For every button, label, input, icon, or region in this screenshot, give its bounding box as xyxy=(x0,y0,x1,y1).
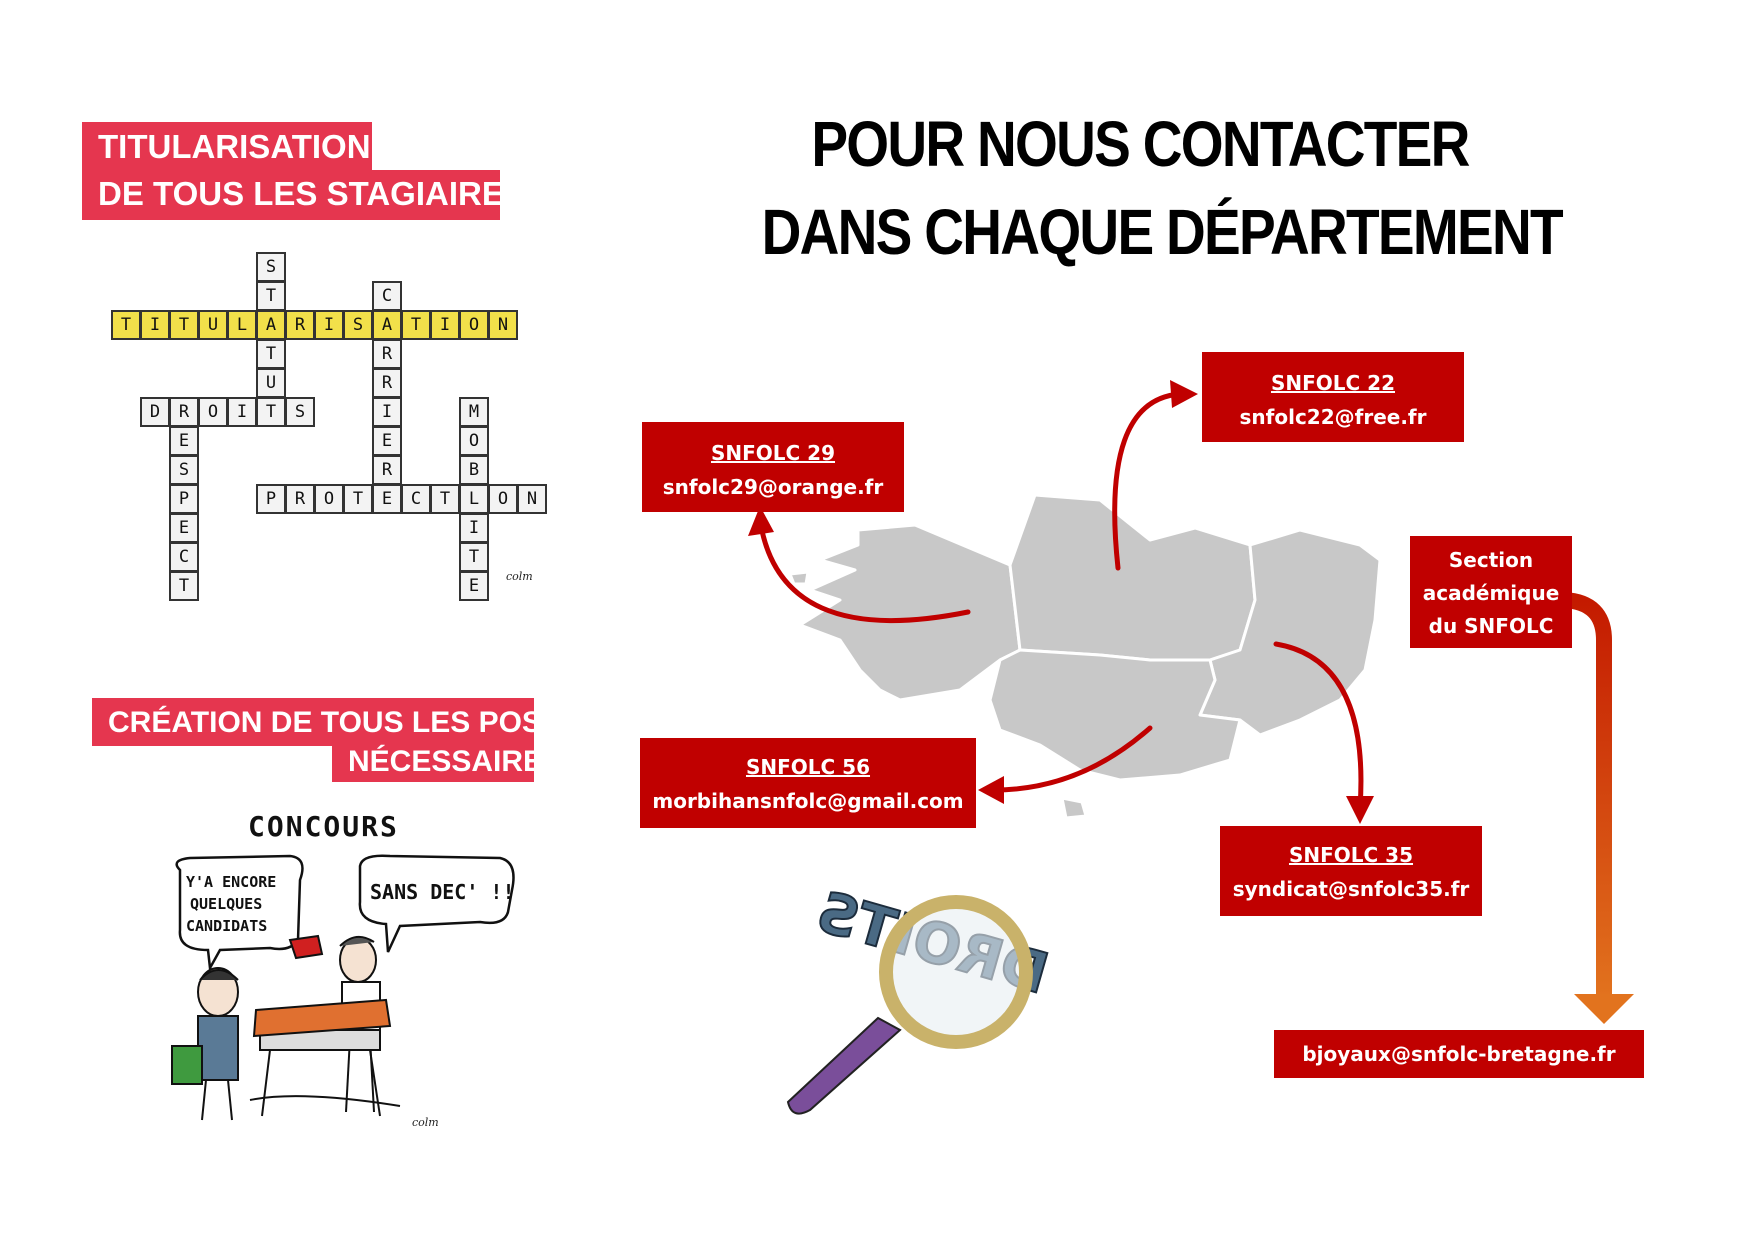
banner-creation: CRÉATION DE TOUS LES POSTES xyxy=(92,698,601,746)
crossword-cell-titularisation: R xyxy=(285,310,315,340)
arrowhead-academic xyxy=(1574,994,1634,1024)
banner-titularisation-line2: DE TOUS LES STAGIAIRES xyxy=(98,175,526,212)
crossword-cell-mobilite: B xyxy=(459,455,489,485)
contact-email-snfolc29[interactable]: snfolc29@orange.fr xyxy=(662,475,884,499)
crossword-cell-droits: I xyxy=(227,397,257,427)
crossword-cell-respect: P xyxy=(169,484,199,514)
cartoon-heading: CONCOURS xyxy=(248,810,399,843)
crossword-cell-titularisation: A xyxy=(256,310,286,340)
banner-creation-2: NÉCESSAIRES xyxy=(332,742,564,782)
arrow-to-snfolc56 xyxy=(991,725,1153,793)
crossword-cell-mobilite: E xyxy=(459,571,489,601)
crossword-cell-mobilite: I xyxy=(459,513,489,543)
contact-box-snfolc22: SNFOLC 22 snfolc22@free.fr xyxy=(1202,352,1464,442)
academic-email-box: bjoyaux@snfolc-bretagne.fr xyxy=(1274,1030,1644,1078)
contact-email-snfolc35[interactable]: syndicat@snfolc35.fr xyxy=(1232,877,1470,901)
crossword-cell-protection: P xyxy=(256,484,286,514)
bubble-left-line2: QUELQUES xyxy=(190,895,263,913)
crossword-signature: colm xyxy=(506,570,533,583)
crossword-cell-statut: T xyxy=(256,339,286,369)
page-title-line2: DANS CHAQUE DÉPARTEMENT xyxy=(761,196,1564,268)
magnifier-lens xyxy=(879,895,1033,1049)
bubble-left-line3: CANDIDATS xyxy=(186,917,268,935)
crossword-cell-carriere: I xyxy=(372,397,402,427)
map-island-2 xyxy=(788,570,810,586)
bubble-left-line1: Y'A ENCORE xyxy=(186,873,277,891)
magnifier-handle xyxy=(786,1016,902,1115)
section-line2: académique xyxy=(1422,581,1560,605)
crossword-cell-mobilite: O xyxy=(459,426,489,456)
section-line3: du SNFOLC xyxy=(1428,614,1554,638)
contact-email-snfolc22[interactable]: snfolc22@free.fr xyxy=(1239,405,1427,429)
map-department-22 xyxy=(1008,493,1257,662)
arrow-to-snfolc22 xyxy=(1112,391,1183,571)
bubble-right-text: SANS DEC' !! xyxy=(370,880,515,904)
crossword-illustration: STATUTCARRIEREDROITSESPECTPROTECTIONMOBL… xyxy=(0,0,600,640)
crossword-cell-titularisation: S xyxy=(343,310,373,340)
map-department-56 xyxy=(988,648,1242,782)
crossword-cell-protection: R xyxy=(285,484,315,514)
cartoon-illustration xyxy=(171,854,515,1121)
arrowhead-22 xyxy=(1170,380,1198,408)
crossword-cell-titularisation: T xyxy=(401,310,431,340)
page-title: POUR NOUS CONTACTER DANS CHAQUE DÉPARTEM… xyxy=(761,100,1564,276)
character-left xyxy=(171,967,239,1121)
arrow-to-snfolc35 xyxy=(1273,641,1364,811)
crossword-cell-titularisation: I xyxy=(140,310,170,340)
crossword-cell-protection: N xyxy=(517,484,547,514)
cartoon-signature: colm xyxy=(412,1116,439,1129)
contact-box-snfolc56: SNFOLC 56 morbihansnfolc@gmail.com xyxy=(640,738,976,828)
crossword-cell-droits: T xyxy=(256,397,286,427)
map-island xyxy=(1060,796,1088,820)
arrow-to-academic xyxy=(1563,592,1612,1000)
speech-bubble-right xyxy=(358,854,515,953)
arrowhead-35 xyxy=(1346,796,1374,824)
crossword-cell-respect: T xyxy=(169,571,199,601)
arrow-to-snfolc29 xyxy=(757,517,971,624)
crossword-cell-protection: C xyxy=(401,484,431,514)
crossword-cell-titularisation: I xyxy=(314,310,344,340)
crossword-cell-droits: S xyxy=(285,397,315,427)
contact-box-snfolc35: SNFOLC 35 syndicat@snfolc35.fr xyxy=(1220,826,1482,916)
page-title-line1: POUR NOUS CONTACTER xyxy=(811,108,1470,180)
contact-name-snfolc22: SNFOLC 22 xyxy=(1270,371,1396,395)
crossword-cell-carriere: R xyxy=(372,339,402,369)
crossword-cell-titularisation: N xyxy=(488,310,518,340)
crossword-cell-protection: O xyxy=(314,484,344,514)
contact-name-snfolc29: SNFOLC 29 xyxy=(710,441,836,465)
section-line1: Section xyxy=(1448,548,1534,572)
banner-titularisation-2: DE TOUS LES STAGIAIRES xyxy=(82,170,526,220)
crossword-cell-titularisation: O xyxy=(459,310,489,340)
contact-name-snfolc56: SNFOLC 56 xyxy=(745,755,871,779)
crossword-cell-statut: U xyxy=(256,368,286,398)
contact-name-snfolc35: SNFOLC 35 xyxy=(1288,843,1414,867)
banner-creation-line1: CRÉATION DE TOUS LES POSTES xyxy=(108,706,601,739)
crossword-cell-carriere: C xyxy=(372,281,402,311)
chainsaw-table xyxy=(249,998,401,1117)
academic-email[interactable]: bjoyaux@snfolc-bretagne.fr xyxy=(1302,1042,1616,1066)
map-department-35 xyxy=(1198,528,1382,737)
crossword-cell-mobilite: L xyxy=(459,484,489,514)
crossword-cell-titularisation: A xyxy=(372,310,402,340)
arrowhead-29 xyxy=(748,506,774,536)
banner-titularisation: TITULARISATION xyxy=(82,122,372,170)
section-academique-box: Section académique du SNFOLC xyxy=(1410,536,1572,648)
crossword-cell-titularisation: U xyxy=(198,310,228,340)
banner-titularisation-line1: TITULARISATION xyxy=(98,128,371,165)
contact-box-snfolc29: SNFOLC 29 snfolc29@orange.fr xyxy=(642,422,904,512)
contact-email-snfolc56[interactable]: morbihansnfolc@gmail.com xyxy=(652,789,964,813)
banner-creation-line2: NÉCESSAIRES xyxy=(348,745,564,778)
arrowhead-56 xyxy=(978,776,1004,804)
crossword-cell-protection: T xyxy=(343,484,373,514)
